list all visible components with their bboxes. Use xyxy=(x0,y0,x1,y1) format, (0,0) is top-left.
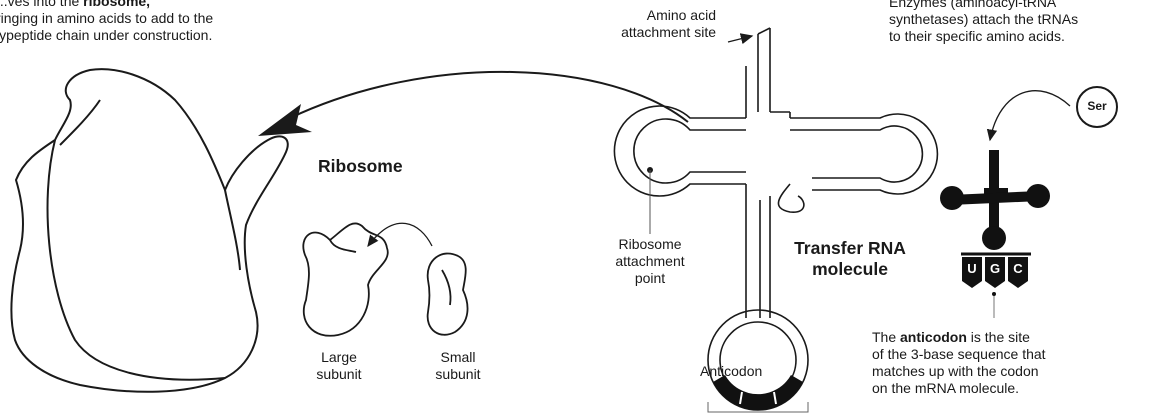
ribosome-attachment-label: Ribosome attachment point xyxy=(594,236,706,287)
anticodon-caption-line3: matches up with the codon xyxy=(872,363,1039,379)
large-subunit-shape xyxy=(303,223,387,335)
serine-label: Ser xyxy=(1077,98,1117,115)
ribosome-shape xyxy=(11,69,287,392)
codon-letter-u: U xyxy=(962,260,982,277)
codon-letter-c: C xyxy=(1008,260,1028,277)
anticodon-caption-bold: anticodon xyxy=(900,329,967,345)
ribosome-label: Ribosome xyxy=(318,156,403,177)
transfer-rna-label: Transfer RNA molecule xyxy=(770,238,930,280)
ribosome-caption-line2: ringing in amino acids to add to the xyxy=(0,10,213,26)
anticodon-caption-post: is the site xyxy=(967,329,1030,345)
ribosome-caption-bold: ribosome, xyxy=(83,0,150,9)
small-subunit-shape xyxy=(428,253,468,334)
codon-letter-g: G xyxy=(985,260,1005,277)
enzyme-caption: Enzymes (aminoacyl-tRNA synthetases) att… xyxy=(889,0,1078,45)
enzyme-caption-line2: synthetases) attach the tRNAs xyxy=(889,11,1078,27)
anticodon-caption-line4: on the mRNA molecule. xyxy=(872,380,1019,396)
enzyme-arrow xyxy=(990,91,1070,140)
ribosome-caption-line1: ...ves into the xyxy=(0,0,83,9)
anticodon-caption: The anticodon is the site of the 3-base … xyxy=(872,329,1046,397)
large-subunit-label: Large subunit xyxy=(309,349,369,383)
amino-acid-site-label: Amino acid attachment site xyxy=(606,7,716,41)
charged-trna-icon xyxy=(940,150,1050,318)
anticodon-caption-line2: of the 3-base sequence that xyxy=(872,346,1046,362)
ribosome-caption: ...ves into the ribosome, ringing in ami… xyxy=(0,0,213,44)
ribosome-caption-line3: lypeptide chain under construction. xyxy=(0,27,212,43)
enzyme-caption-line3: to their specific amino acids. xyxy=(889,28,1065,44)
anticodon-band xyxy=(713,375,803,410)
amino-site-arrow xyxy=(728,36,752,42)
anticodon-label: Anticodon xyxy=(700,363,762,380)
enzyme-caption-line1: Enzymes (aminoacyl-tRNA xyxy=(889,0,1056,10)
ribosome-arrow xyxy=(290,72,688,122)
ribosome-arrowhead xyxy=(258,104,312,136)
subunit-arrow xyxy=(368,223,432,246)
anticodon-caption-pre: The xyxy=(872,329,900,345)
small-subunit-label: Small subunit xyxy=(426,349,490,383)
